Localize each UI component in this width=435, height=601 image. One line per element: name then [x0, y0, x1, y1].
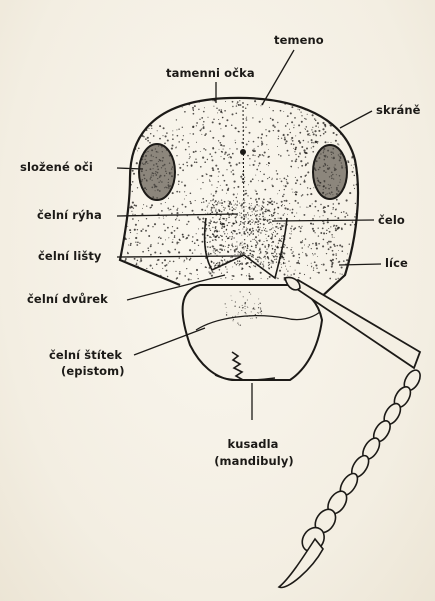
label-lice: líce: [385, 256, 408, 270]
leader-temeno: [262, 50, 294, 105]
right-compound-eye: [313, 145, 347, 199]
label-temeno: temeno: [274, 33, 324, 47]
label-celni-dvurek: čelní dvůrek: [27, 292, 108, 306]
label-celo: čelo: [378, 213, 405, 227]
label-skrane: skráně: [376, 103, 421, 117]
frontal-groove: [243, 102, 244, 230]
label-tamenni-ocka: tamenni očka: [166, 66, 255, 80]
clypeus-outline: [183, 285, 322, 380]
label-celni-ryha: čelní rýha: [37, 208, 102, 222]
antenna-club-tip: [279, 539, 323, 587]
label-epistom: (epistom): [61, 364, 125, 378]
antenna-funiculus: [279, 367, 423, 587]
frontal-carinae: [205, 218, 287, 278]
ocellus-dot: [240, 149, 246, 155]
label-celni-listy: čelní lišty: [38, 249, 102, 263]
label-kusadla: kusadla: [222, 437, 284, 451]
label-mandibuly: (mandibuly): [208, 454, 300, 468]
label-slozene-oci: složené oči: [20, 160, 93, 174]
label-celni-stitek: čelní štítek: [49, 348, 122, 362]
leader-skrane: [340, 111, 372, 128]
